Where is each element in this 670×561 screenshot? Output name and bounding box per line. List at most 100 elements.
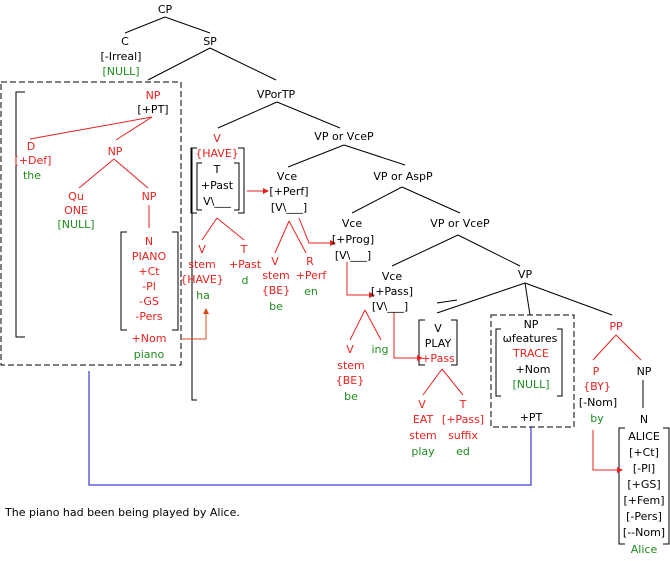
node-n-object: N xyxy=(639,413,649,426)
branch-pass-v xyxy=(349,309,366,341)
node-sp: SP xyxy=(203,35,217,48)
node-d: D xyxy=(26,140,36,153)
prog-slot: [V\___] xyxy=(334,249,372,262)
branch-vp-pp xyxy=(524,282,613,316)
bracket-play-right xyxy=(451,319,458,366)
node-vp-vcep-2: VP or VceP xyxy=(430,217,490,230)
play-lexeme: PLAY xyxy=(424,337,452,350)
alice-ct: [+Ct] xyxy=(629,446,659,459)
subject-np-box xyxy=(0,81,182,366)
node-pp: PP xyxy=(609,320,623,333)
have-t: T xyxy=(213,163,221,176)
branch-vpvcep2-vp xyxy=(457,234,521,267)
qu-null: [NULL] xyxy=(57,218,95,231)
trace-phi-features: ωfeatures xyxy=(502,332,558,345)
node-suffix-t: T xyxy=(459,398,467,411)
arrow-prog-pass xyxy=(346,262,369,296)
d-feature: [+Def] xyxy=(14,154,52,167)
node-np-subject: NP xyxy=(145,89,161,102)
c-feature: [-Irreal] xyxy=(100,50,142,63)
node-be2-v: V xyxy=(346,343,354,356)
trace-null: [NULL] xyxy=(512,378,550,391)
have-past: +Past xyxy=(200,179,234,192)
alice-lexeme: ALICE xyxy=(628,430,660,443)
sentence-caption: The piano had been being played by Alice… xyxy=(5,506,240,519)
be2-be: {BE} xyxy=(335,374,365,387)
node-r: R xyxy=(306,255,314,268)
arrow-nom-ha xyxy=(182,312,207,340)
node-play-v: V xyxy=(434,322,442,335)
t-past-feature: +Past xyxy=(228,258,262,271)
node-cp: CP xyxy=(157,3,173,16)
bracket-have-inner-right xyxy=(234,162,240,211)
n-pl: -Pl xyxy=(142,280,156,293)
node-vce-pass: Vce xyxy=(381,270,403,283)
arrowhead xyxy=(203,308,209,314)
node-vp-aspp: VP or AspP xyxy=(373,170,433,183)
node-v-stem: V xyxy=(198,243,206,256)
alice-fem: [+Fem] xyxy=(623,494,665,507)
node-vp-vcep-1: VP or VceP xyxy=(314,130,374,143)
v-stem: stem xyxy=(188,258,216,271)
r-word: en xyxy=(304,285,318,298)
be1-word: be xyxy=(269,300,283,313)
node-eat-v: V xyxy=(418,398,426,411)
be2-word: be xyxy=(344,390,358,403)
node-np-object: NP xyxy=(636,365,652,378)
be2-stem: stem xyxy=(337,359,365,372)
be1-be: {BE} xyxy=(261,284,291,297)
v-stem-word: ha xyxy=(196,289,210,302)
trace-label: TRACE xyxy=(513,347,549,360)
arrowhead xyxy=(369,292,375,298)
p-word: by xyxy=(590,412,604,425)
be1-stem: stem xyxy=(262,269,290,282)
n-pers: -Pers xyxy=(135,310,163,323)
branch-cp-c xyxy=(124,16,166,34)
trace-nom: +Nom xyxy=(515,363,551,376)
pass-slot: [V\___] xyxy=(371,300,409,313)
n-word: piano xyxy=(133,348,165,361)
c-null: [NULL] xyxy=(102,65,140,78)
trace-pt: +PT xyxy=(519,411,543,424)
arrow-by-alice xyxy=(592,430,617,471)
arrowhead xyxy=(617,467,623,473)
node-vp: VP xyxy=(517,268,533,281)
arrowhead xyxy=(330,240,336,246)
branch-pp-p xyxy=(592,334,617,361)
bracket-have-inner-left xyxy=(196,162,202,211)
branch-vpvcep-aspp xyxy=(343,144,406,166)
branch-play-v xyxy=(422,368,443,396)
branch-vp-np-trace xyxy=(524,282,531,316)
node-vce-perf: Vce xyxy=(276,170,298,183)
branch-vp-play xyxy=(436,282,526,314)
perf-slot: [V\___] xyxy=(270,201,308,214)
suffix-label: suffix xyxy=(448,429,478,442)
node-vportp: VPorTP xyxy=(256,88,296,101)
branch-vpvcep2-vce xyxy=(391,234,459,267)
p-nom: [-Nom] xyxy=(578,396,618,409)
suffix-pass: [+Pass] xyxy=(441,413,485,426)
branch-have-t xyxy=(216,217,245,241)
n-gs: -GS xyxy=(139,295,159,308)
node-np-trace: NP xyxy=(523,318,539,331)
node-vce-prog: Vce xyxy=(341,217,363,230)
ing-suffix: ing xyxy=(371,343,389,356)
node-np-inner: NP xyxy=(107,145,123,158)
branch-vce-r xyxy=(288,220,307,254)
branch-vportp-vpvcep xyxy=(276,101,341,129)
pass-feature: [+Pass] xyxy=(370,285,414,298)
bracket-n-right xyxy=(172,231,179,331)
have-slot: V\___ xyxy=(203,195,231,208)
branch-pp-np xyxy=(615,334,642,361)
branch-aspp-vce xyxy=(351,186,403,214)
eat-stem: stem xyxy=(409,429,437,442)
branch-sp-vportp xyxy=(209,47,277,81)
d-word: the xyxy=(22,169,42,182)
n-nom: +Nom xyxy=(131,332,167,345)
branch-np-qu xyxy=(78,158,115,189)
play-pass: +Pass xyxy=(421,352,455,365)
branch-np-np2 xyxy=(113,158,149,189)
branch-np-d xyxy=(29,116,153,140)
branch-vportp-v xyxy=(217,101,278,129)
